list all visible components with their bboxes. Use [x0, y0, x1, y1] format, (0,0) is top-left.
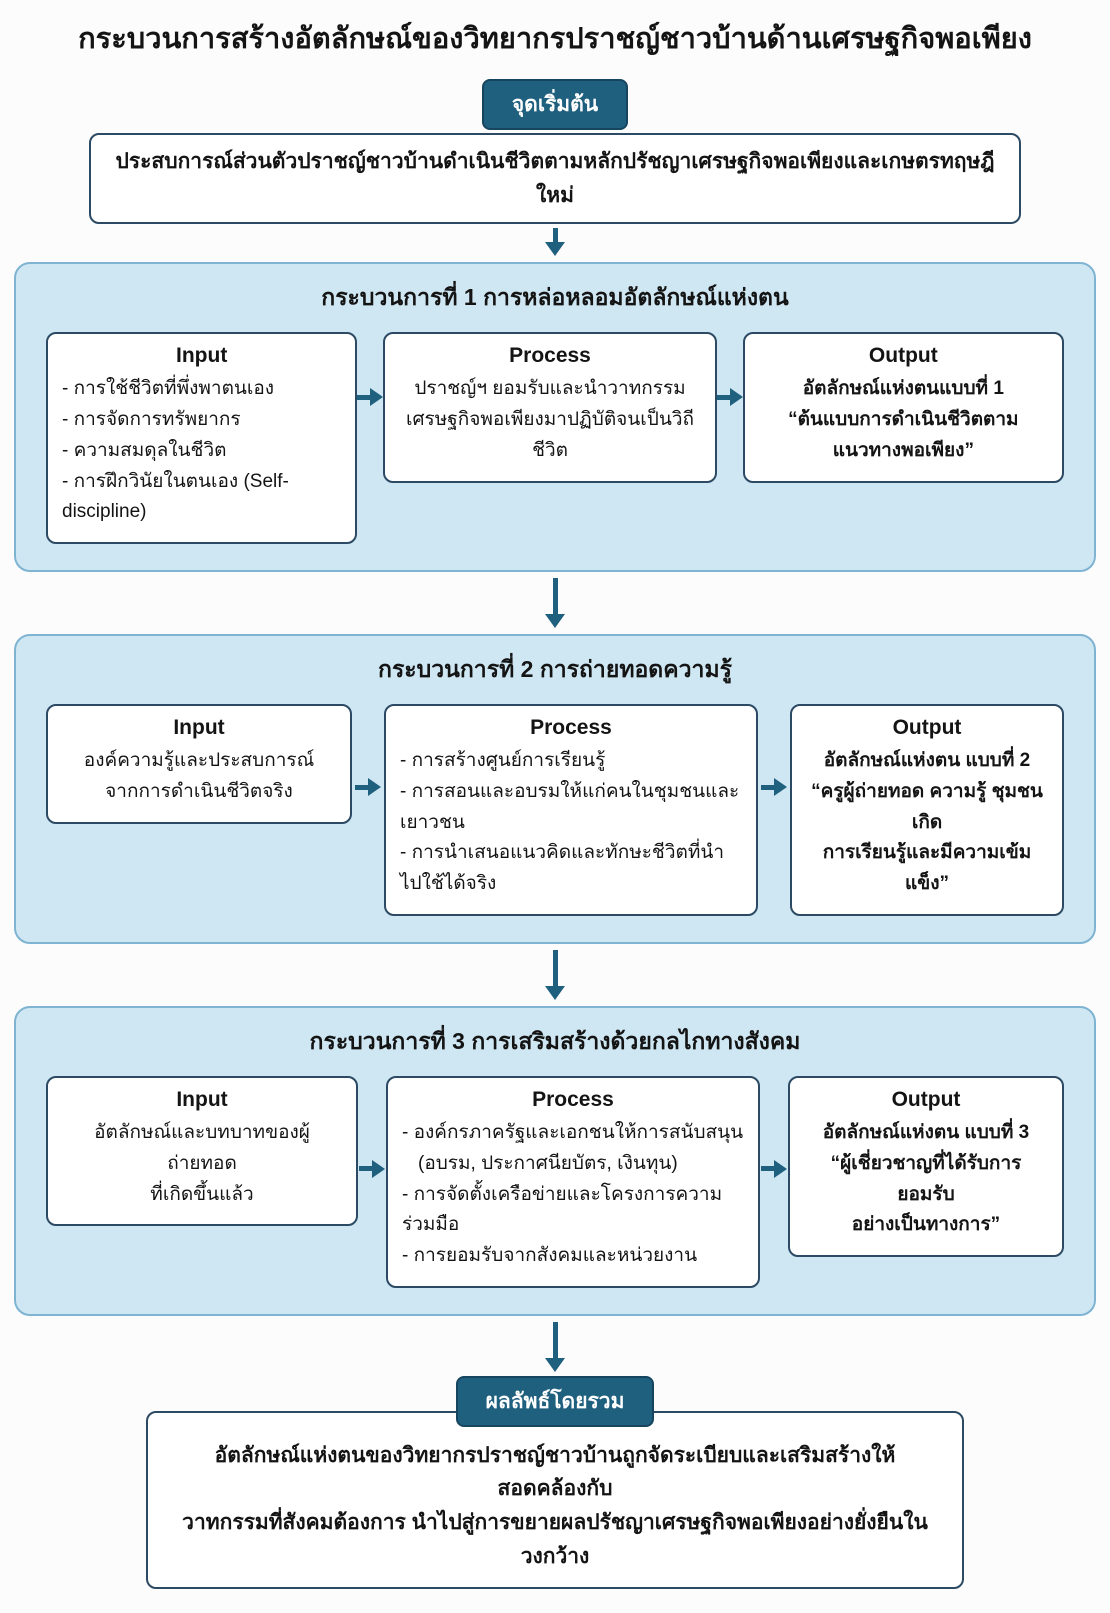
output-heading: Output: [868, 344, 938, 368]
process-heading: Process: [532, 1087, 614, 1111]
process-heading: Process: [530, 716, 612, 740]
arrow-right-icon: [359, 1159, 385, 1178]
output-line: “ต้นแบบการดำเนินชีวิตตาม: [788, 409, 1019, 431]
arrow-right-icon: [357, 388, 384, 407]
arrow-down-icon: [545, 1321, 565, 1372]
output-line: “ครูผู้ถ่ายทอด ความรู้ ชุมชนเกิด: [811, 780, 1043, 833]
section-1-process-box: Process ปราชญ์ฯ ยอมรับและนำวาทกรรม เศรษฐ…: [383, 332, 717, 483]
section-3-title: กระบวนการที่ 3 การเสริมสร้างด้วยกลไกทางส…: [309, 1027, 801, 1054]
section-process-3: กระบวนการที่ 3 การเสริมสร้างด้วยกลไกทางส…: [14, 1005, 1096, 1316]
start-badge: จุดเริ่มต้น: [481, 79, 629, 131]
section-process-2: กระบวนการที่ 2 การถ่ายทอดความรู้ Input อ…: [14, 634, 1096, 944]
section-1-output-box: Output อัตลักษณ์แห่งตนแบบที่ 1 “ต้นแบบกา…: [742, 332, 1064, 483]
process-line: - การนำเสนอแนวคิดและทักษะชีวิตที่นำไปใช้…: [400, 842, 725, 895]
section-2-process-box: Process - การสร้างศูนย์การเรียนรู้ - การ…: [384, 704, 758, 916]
result-line: อัตลักษณ์แห่งตนของวิทยากรปราชญ์ชาวบ้านถู…: [214, 1443, 896, 1501]
input-heading: Input: [176, 344, 228, 368]
section-2-row: Input องค์ความรู้และประสบการณ์ จากการดำเ…: [46, 704, 1064, 916]
section-1-row: Input - การใช้ชีวิตที่พึ่งพาตนเอง - การจ…: [46, 332, 1064, 545]
input-line: องค์ความรู้และประสบการณ์: [83, 750, 315, 772]
process-line: ปราชญ์ฯ ยอมรับและนำวาทกรรม: [414, 378, 686, 400]
section-3-input-box: Input อัตลักษณ์และบทบาทของผู้ถ่ายทอด ที่…: [46, 1075, 358, 1227]
section-3-process-box: Process - องค์กรภาครัฐและเอกชนให้การสนับ…: [386, 1075, 760, 1288]
page-title: กระบวนการสร้างอัตลักษณ์ของวิทยากรปราชญ์ช…: [78, 23, 1032, 55]
intro-box: ประสบการณ์ส่วนตัวปราชญ์ชาวบ้านดำเนินชีวิ…: [89, 133, 1021, 225]
input-heading: Input: [173, 716, 225, 740]
input-line: จากการดำเนินชีวิตจริง: [105, 780, 293, 802]
section-2-title: กระบวนการที่ 2 การถ่ายทอดความรู้: [378, 656, 732, 683]
process-line: - การสร้างศูนย์การเรียนรู้: [400, 750, 606, 772]
arrow-down-icon: [545, 949, 565, 1000]
output-line: แนวทางพอเพียง”: [832, 439, 974, 461]
arrow-right-icon: [716, 388, 743, 407]
result-box: อัตลักษณ์แห่งตนของวิทยากรปราชญ์ชาวบ้านถู…: [146, 1410, 964, 1590]
process-line: (อบรม, ประกาศนียบัตร, เงินทุน): [418, 1152, 678, 1174]
section-2-input-box: Input องค์ความรู้และประสบการณ์ จากการดำเ…: [46, 704, 352, 824]
output-line: อย่างเป็นทางการ”: [851, 1214, 1001, 1236]
input-line: - การฝึกวินัยในตนเอง (Self-discipline): [62, 470, 289, 523]
section-1-input-box: Input - การใช้ชีวิตที่พึ่งพาตนเอง - การจ…: [46, 332, 358, 545]
input-heading: Input: [176, 1087, 228, 1111]
output-line: การเรียนรู้และมีความเข้มแข็ง”: [822, 842, 1032, 895]
section-3-row: Input อัตลักษณ์และบทบาทของผู้ถ่ายทอด ที่…: [46, 1075, 1064, 1288]
output-heading: Output: [891, 1087, 961, 1111]
section-process-1: กระบวนการที่ 1 การหล่อหลอมอัตลักษณ์แห่งต…: [14, 262, 1096, 573]
arrow-right-icon: [761, 1159, 787, 1178]
input-line: ที่เกิดขึ้นแล้ว: [150, 1183, 254, 1205]
input-line: อัตลักษณ์และบทบาทของผู้ถ่ายทอด: [94, 1121, 310, 1174]
input-line: - การใช้ชีวิตที่พึ่งพาตนเอง: [62, 378, 275, 400]
output-heading: Output: [892, 716, 962, 740]
process-line: เศรษฐกิจพอเพียงมาปฏิบัติจนเป็นวิถีชีวิต: [406, 409, 695, 461]
process-line: - การสอนและอบรมให้แก่คนในชุมชนและเยาวชน: [400, 780, 740, 833]
output-line: อัตลักษณ์แห่งตน แบบที่ 3: [822, 1121, 1030, 1143]
section-3-output-box: Output อัตลักษณ์แห่งตน แบบที่ 3 “ผู้เชี่…: [788, 1075, 1064, 1258]
input-line: - การจัดการทรัพยากร: [62, 409, 241, 431]
process-heading: Process: [509, 344, 591, 368]
process-line: - การจัดตั้งเครือข่ายและโครงการความร่วมม…: [402, 1183, 723, 1236]
output-line: “ผู้เชี่ยวชาญที่ได้รับการยอมรับ: [830, 1152, 1022, 1205]
section-2-output-box: Output อัตลักษณ์แห่งตน แบบที่ 2 “ครูผู้ถ…: [790, 704, 1064, 916]
arrow-right-icon: [355, 778, 381, 797]
process-line: - องค์กรภาครัฐและเอกชนให้การสนับสนุน: [402, 1121, 744, 1143]
output-line: อัตลักษณ์แห่งตน แบบที่ 2: [823, 750, 1031, 772]
arrow-down-icon: [545, 228, 565, 257]
input-line: - ความสมดุลในชีวิต: [62, 439, 227, 461]
section-1-title: กระบวนการที่ 1 การหล่อหลอมอัตลักษณ์แห่งต…: [321, 284, 789, 311]
result-badge: ผลลัพธ์โดยรวม: [455, 1375, 655, 1427]
output-line: อัตลักษณ์แห่งตนแบบที่ 1: [802, 378, 1004, 400]
arrow-right-icon: [761, 778, 787, 797]
process-line: - การยอมรับจากสังคมและหน่วยงาน: [402, 1245, 698, 1267]
result-line: วาทกรรมที่สังคมต้องการ นำไปสู่การขยายผลป…: [182, 1511, 928, 1568]
arrow-down-icon: [545, 578, 565, 629]
